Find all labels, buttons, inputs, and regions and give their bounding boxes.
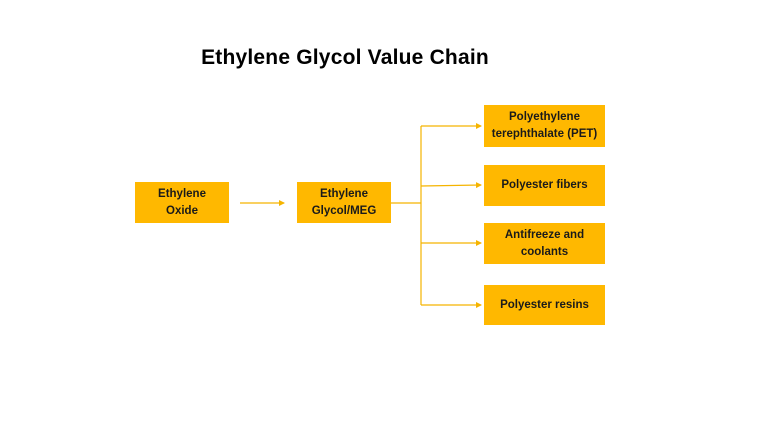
node-polyester-resins: Polyester resins	[484, 285, 605, 325]
node-ethylene-glycol-meg: Ethylene Glycol/MEG	[297, 182, 391, 223]
node-antifreeze-coolants: Antifreeze and coolants	[484, 223, 605, 264]
node-ethylene-oxide: Ethylene Oxide	[135, 182, 229, 223]
node-polyester-fibers: Polyester fibers	[484, 165, 605, 206]
diagram-title: Ethylene Glycol Value Chain	[201, 46, 489, 69]
arrow-to-polyester-fibers	[420, 182, 482, 189]
node-pet: Polyethylene terephthalate (PET)	[484, 105, 605, 147]
